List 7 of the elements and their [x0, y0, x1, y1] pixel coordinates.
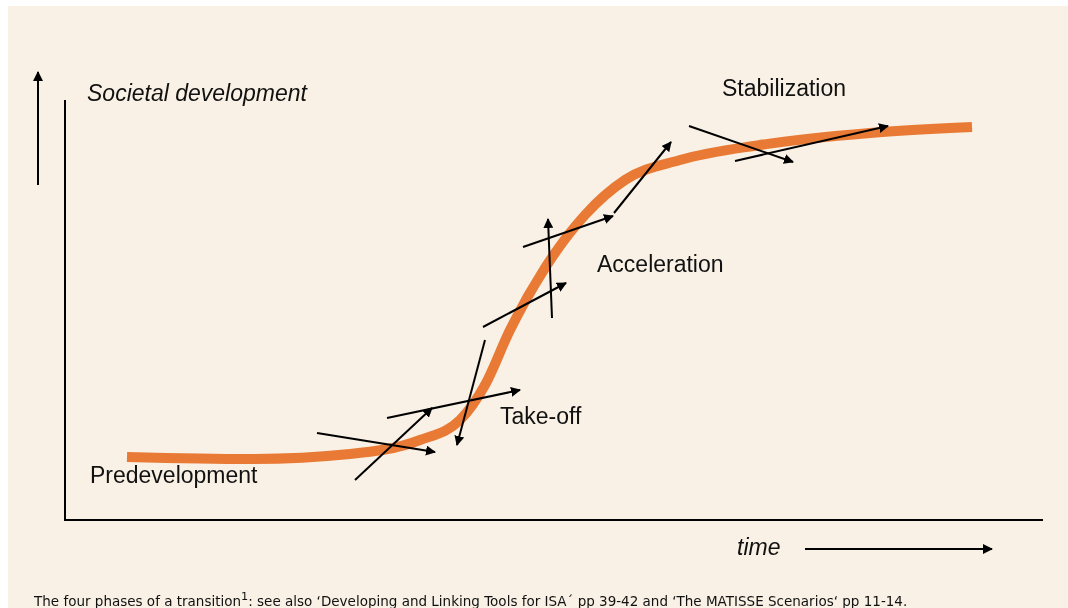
- axis-label: Societal development: [87, 82, 307, 105]
- phase-label: Predevelopment: [90, 464, 258, 487]
- phase-label: Acceleration: [597, 253, 724, 276]
- phase-label: Stabilization: [722, 77, 847, 100]
- axis-label: time: [737, 536, 781, 559]
- caption: The four phases of a transition$^{1}$: see also ‘Developing and Linking Tools for ISA´ pp 39-42 and ‘The MATISSE Scenarios‘ pp 11-14.: [34, 591, 908, 608]
- phase-label: Take-off: [500, 405, 582, 428]
